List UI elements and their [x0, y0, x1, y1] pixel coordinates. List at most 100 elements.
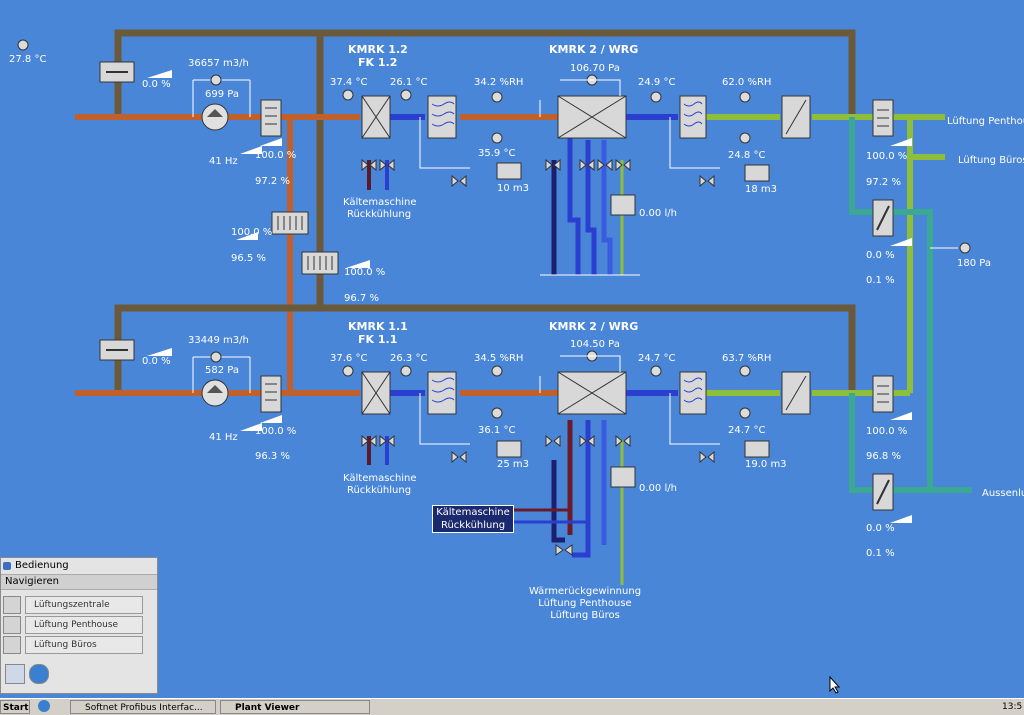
chiller-label-lower: Kältemaschine: [343, 473, 417, 484]
right-pressure: 180 Pa: [957, 258, 991, 269]
reheater-upper[interactable]: [679, 95, 707, 139]
damper-pct-upper: 0.0 %: [142, 79, 171, 90]
wrg-title-lower: KMRK 2 / WRG: [549, 320, 639, 333]
fan-freq-upper: 41 Hz: [209, 156, 238, 167]
nav-square-2[interactable]: [3, 616, 21, 634]
flow-rate-upper: 0.00 l/h: [639, 208, 677, 219]
volume2-lower: 19.0 m3: [745, 459, 787, 470]
cross-filter-1[interactable]: [271, 211, 309, 235]
nav-bueros-button[interactable]: Lüftung Büros: [25, 636, 143, 654]
cross-pct2: 96.5 %: [231, 253, 266, 264]
recovery-coil-upper[interactable]: [361, 95, 391, 139]
fan-upper[interactable]: [192, 79, 251, 131]
cooler-upper[interactable]: [427, 95, 457, 139]
filter-right-upper[interactable]: [872, 99, 894, 137]
cross-pct1: 100.0 %: [231, 227, 273, 238]
bedienung-title-bar[interactable]: Bedienung: [1, 558, 157, 574]
browser-quicklaunch-icon[interactable]: [38, 700, 50, 712]
outlet-offices-label: Lüftung Büros: [958, 155, 1024, 166]
outside-air-label: Aussenlu: [982, 488, 1024, 499]
temp-cooler-lower: 26.3 °C: [390, 353, 428, 364]
temp-recovery-upper: 37.4 °C: [330, 77, 368, 88]
rh1-upper: 34.2 %RH: [474, 77, 524, 88]
outdoor-temperature: 27.8 °C: [9, 54, 47, 65]
outlet-penthouse-label: Lüftung Penthouse: [947, 116, 1024, 127]
volume1-lower: 25 m3: [497, 459, 530, 470]
recovery-label-1: Wärmerückgewinnung: [528, 586, 642, 597]
cross-pct4: 96.7 %: [344, 293, 379, 304]
filter-right-lower[interactable]: [872, 375, 894, 413]
humidifier-lower[interactable]: [781, 371, 811, 415]
rh2-lower: 63.7 %RH: [722, 353, 772, 364]
fan-freq-lower: 41 Hz: [209, 432, 238, 443]
cross-filter-2[interactable]: [301, 251, 339, 275]
temp-mid-upper: 35.9 °C: [478, 148, 516, 159]
volume2-upper: 18 m3: [745, 184, 778, 195]
mouse-cursor-icon: [829, 676, 841, 694]
bedienung-panel: Bedienung Navigieren Lüftungszentrale Lü…: [0, 557, 158, 694]
filter-pct-lower: 100.0 %: [255, 426, 297, 437]
damper-lower[interactable]: [99, 339, 135, 361]
task-plant-viewer[interactable]: Plant Viewer: [220, 700, 370, 714]
taskbar: Start Softnet Profibus Interfac... Plant…: [0, 698, 1024, 715]
damper-right-lower[interactable]: [872, 473, 894, 511]
right-pct1-lower: 100.0 %: [866, 426, 908, 437]
chiller-label2-lower: Rückkühlung: [346, 485, 412, 496]
temp-supply-lower: 24.7 °C: [728, 425, 766, 436]
globe-icon[interactable]: [29, 664, 49, 684]
flow-upper: 36657 m3/h: [188, 58, 249, 69]
valve-icons[interactable]: [361, 158, 715, 556]
reheater-lower[interactable]: [679, 371, 707, 415]
start-button[interactable]: Start: [0, 700, 30, 714]
wrg-pressure-upper: 106.70 Pa: [570, 63, 620, 74]
unit-title-upper: KMRK 1.2: [348, 43, 408, 56]
sensor-icons: [17, 39, 971, 419]
filter-pct2-lower: 96.3 %: [255, 451, 290, 462]
wrg-title-upper: KMRK 2 / WRG: [549, 43, 639, 56]
wrg-exchanger-lower[interactable]: [557, 371, 627, 415]
nav-square-1[interactable]: [3, 596, 21, 614]
chiller-label2-upper: Rückkühlung: [346, 209, 412, 220]
nav-square-3[interactable]: [3, 636, 21, 654]
filter-pct-upper: 100.0 %: [255, 150, 297, 161]
exhaust-duct-upper: [114, 29, 856, 118]
right-pct2-upper: 97.2 %: [866, 177, 901, 188]
chiller-label-upper: Kältemaschine: [343, 197, 417, 208]
fan-pressure-upper: 699 Pa: [205, 89, 239, 100]
recovery-label-2: Lüftung Penthouse: [538, 598, 632, 609]
plant-icon[interactable]: [5, 664, 25, 684]
humidifier-upper[interactable]: [781, 95, 811, 139]
right-pct3-upper: 0.0 %: [866, 250, 895, 261]
wrg-exchanger-upper[interactable]: [557, 95, 627, 139]
filter-upper[interactable]: [260, 99, 282, 137]
task-softnet[interactable]: Softnet Profibus Interfac...: [70, 700, 216, 714]
recovery-label-3: Lüftung Büros: [550, 610, 620, 621]
nav-lueftungszentrale-button[interactable]: Lüftungszentrale: [25, 596, 143, 614]
damper-upper[interactable]: [99, 61, 135, 83]
filter-lower[interactable]: [260, 375, 282, 413]
bedienung-title: Bedienung: [15, 560, 69, 571]
unit-title-lower: KMRK 1.1: [348, 320, 408, 333]
temp-wrg-upper: 24.9 °C: [638, 77, 676, 88]
filter-pct2-upper: 97.2 %: [255, 176, 290, 187]
right-pct1-upper: 100.0 %: [866, 151, 908, 162]
right-pct2-lower: 96.8 %: [866, 451, 901, 462]
temp-recovery-lower: 37.6 °C: [330, 353, 368, 364]
level-indicators: [147, 70, 912, 523]
volume1-upper: 10 m3: [497, 183, 530, 194]
counter-boxes[interactable]: [496, 162, 770, 488]
temp-cooler-upper: 26.1 °C: [390, 77, 428, 88]
navigate-header: Navigieren: [1, 574, 157, 590]
rh2-upper: 62.0 %RH: [722, 77, 772, 88]
damper-pct-lower: 0.0 %: [142, 356, 171, 367]
temp-wrg-lower: 24.7 °C: [638, 353, 676, 364]
fan-pressure-lower: 582 Pa: [205, 365, 239, 376]
damper-right-upper[interactable]: [872, 199, 894, 237]
chiller-tag-line1: Kältemaschine: [436, 507, 510, 518]
cooler-lower[interactable]: [427, 371, 457, 415]
chiller-tag[interactable]: Kältemaschine Rückkühlung: [432, 505, 514, 533]
fan-lower[interactable]: [192, 356, 251, 407]
recovery-coil-lower[interactable]: [361, 371, 391, 415]
nav-penthouse-button[interactable]: Lüftung Penthouse: [25, 616, 143, 634]
